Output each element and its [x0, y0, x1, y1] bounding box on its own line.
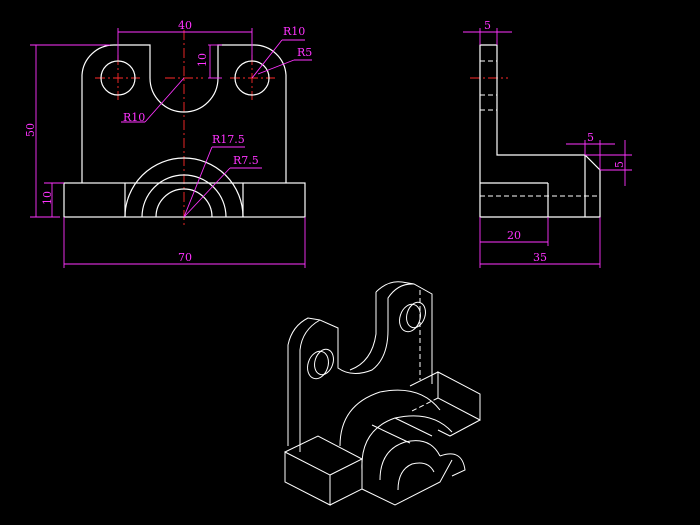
dim-side-35: 35: [480, 217, 601, 268]
iso-left-hole-inner: [314, 348, 334, 376]
iso-base-left-side: [329, 459, 363, 506]
iso-notch-back: [349, 292, 377, 371]
boss-inner-arc: [155, 188, 213, 218]
dim-r10-top: R10: [251, 25, 305, 79]
isometric-view: [284, 281, 481, 506]
iso-boss-outer-back: [339, 389, 441, 447]
dim-side-step-v: 5: [585, 140, 632, 186]
iso-boss-mid: [379, 440, 441, 481]
iso-right-hole-inner: [406, 301, 426, 329]
front-base: [63, 182, 306, 218]
iso-base-right-top-edge: [409, 371, 439, 387]
dim-width-70: 70: [63, 217, 306, 268]
iso-boss-base: [361, 459, 453, 506]
iso-right-hole: [399, 303, 421, 333]
iso-base-left-top: [284, 435, 364, 476]
iso-base-right-front: [437, 371, 481, 421]
right-hole: [234, 60, 270, 96]
dim-r17-5-label: R17.5: [212, 133, 245, 146]
dim-10-notch-label: 10: [196, 53, 209, 67]
iso-upright-front: [299, 283, 433, 452]
dim-20-label: 20: [507, 229, 521, 242]
dim-r10-top-label: R10: [283, 25, 305, 38]
dim-r10-notch: R10: [121, 77, 185, 124]
dim-50-label: 50: [24, 123, 37, 137]
dim-r5: R5: [257, 46, 312, 75]
front-view: 40 10 R10 R5 R10: [24, 19, 312, 268]
dim-5-h-label: 5: [587, 131, 594, 144]
iso-left-hole: [307, 350, 329, 380]
dim-side-20: 20: [479, 217, 549, 268]
boss-outer-arc: [124, 157, 244, 218]
dim-height-50: 50: [24, 44, 110, 218]
iso-base-left-front: [284, 451, 331, 506]
dim-r17-5: R17.5: [183, 133, 245, 218]
dim-35-label: 35: [533, 251, 547, 264]
left-hole: [100, 60, 136, 96]
iso-boss-end: [439, 453, 466, 477]
dim-r10-notch-label: R10: [123, 111, 145, 124]
dim-r7-5-label: R7.5: [233, 154, 259, 167]
dim-notch-depth: 10: [196, 44, 222, 79]
dim-hole-spacing: 40: [117, 19, 253, 60]
dim-side-step-h: 5: [566, 131, 615, 170]
iso-base-hidden: [409, 397, 439, 413]
iso-boss-edge2: [394, 417, 433, 437]
dim-5-thickness-label: 5: [484, 19, 491, 32]
dim-base-10: 10: [41, 182, 64, 217]
iso-boss-edge1: [371, 424, 411, 444]
iso-boss-inner: [397, 462, 435, 491]
dim-10-base-label: 10: [41, 191, 54, 205]
iso-upright-back: [287, 317, 321, 446]
front-upright-outline: [81, 44, 287, 183]
dim-r7-5: R7.5: [183, 154, 262, 218]
iso-base-right-bottom: [437, 419, 481, 437]
dim-70-label: 70: [178, 251, 192, 264]
iso-upright-top-back: [375, 281, 415, 293]
side-view: 5 5 5 20 35: [463, 19, 632, 268]
dim-5-v-label: 5: [613, 161, 626, 168]
dim-side-thickness: 5: [463, 19, 512, 45]
dim-40-label: 40: [178, 19, 192, 32]
dim-r5-label: R5: [297, 46, 312, 59]
side-outline: [479, 44, 601, 218]
boss-middle-arc: [141, 174, 227, 218]
